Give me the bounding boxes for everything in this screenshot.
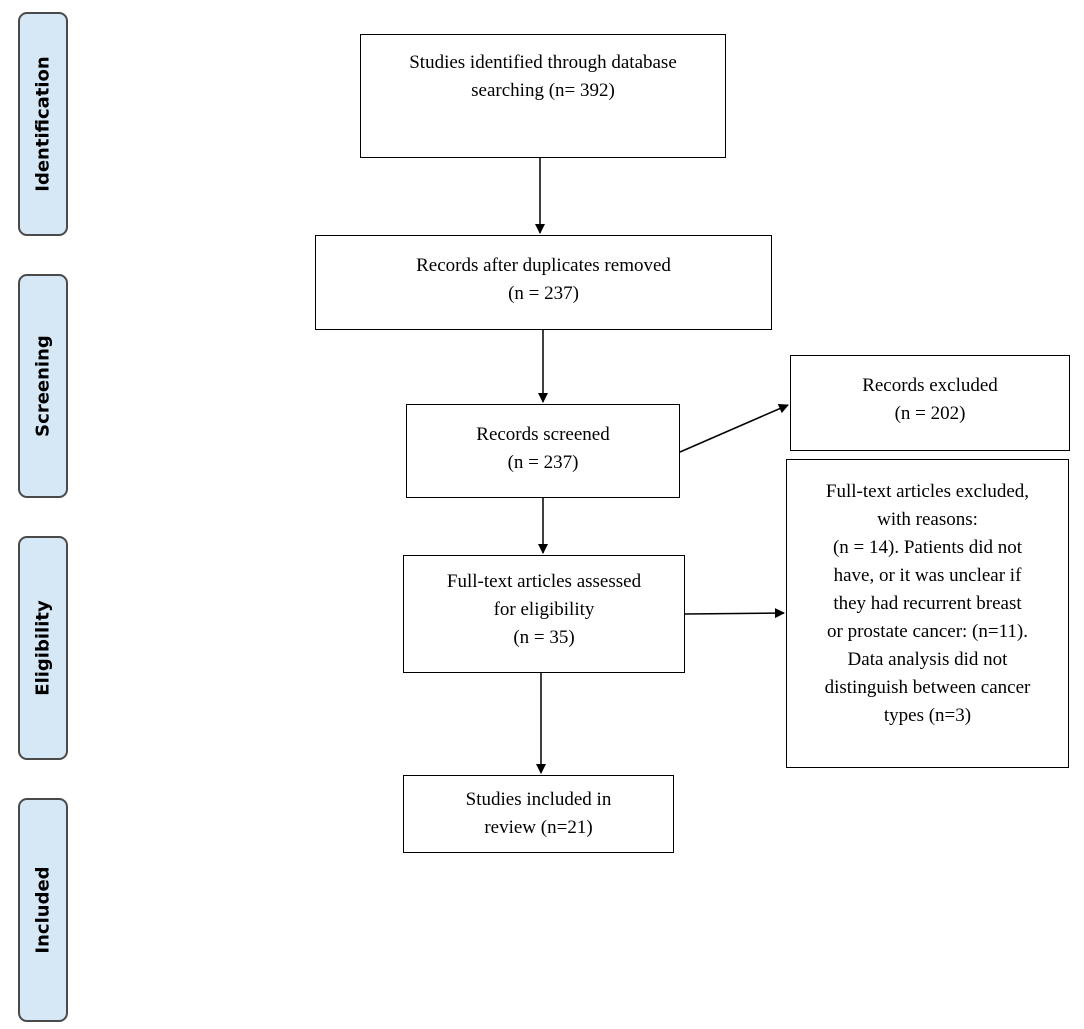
box-fulltext-excluded-line3: (n = 14). Patients did not [832,537,1023,558]
box-excluded-line2: (n = 202) [894,403,966,424]
box-identified: Studies identified through database sear… [360,34,726,158]
phase-identification: Identification [18,12,68,236]
box-identified-line1: Studies identified through database [409,52,677,73]
box-fulltext-excluded: Full-text articles excluded, with reason… [786,459,1069,768]
arrow-fulltext-to-fulltext-excluded [684,608,785,619]
box-included-line2: review (n=21) [484,817,593,838]
box-fulltext-excluded-line9: types (n=3) [883,705,972,726]
box-included-line1: Studies included in [465,789,612,810]
phase-included: Included [18,798,68,1022]
box-fulltext-assessed-line2: for eligibility [493,599,595,620]
phase-eligibility: Eligibility [18,536,68,760]
box-included: Studies included in review (n=21) [403,775,674,853]
box-duplicates-removed-line2: (n = 237) [508,283,579,304]
box-fulltext-excluded-line1: Full-text articles excluded, [825,481,1030,502]
box-fulltext-assessed-line1: Full-text articles assessed [446,571,642,592]
box-excluded-line1: Records excluded [862,375,998,396]
box-fulltext-excluded-line2: with reasons: [877,509,978,530]
box-fulltext-excluded-line7: Data analysis did not [847,649,1008,670]
arrow-screened-to-excluded [679,404,789,453]
box-fulltext-excluded-line5: they had recurrent breast [833,593,1022,614]
box-screened: Records screened (n = 237) [406,404,680,498]
box-fulltext-assessed-line3: (n = 35) [513,627,575,648]
box-fulltext-excluded-line6: or prostate cancer: (n=11). [827,621,1028,642]
phase-screening: Screening [18,274,68,498]
box-screened-line2: (n = 237) [507,452,579,473]
box-fulltext-excluded-line4: have, or it was unclear if [833,565,1022,586]
box-duplicates-removed: Records after duplicates removed (n = 23… [315,235,772,330]
box-excluded: Records excluded (n = 202) [790,355,1070,451]
box-fulltext-assessed: Full-text articles assessed for eligibil… [403,555,685,673]
box-screened-line1: Records screened [476,424,610,445]
box-identified-line2: searching (n= 392) [471,80,615,101]
box-duplicates-removed-line1: Records after duplicates removed [416,255,671,276]
box-fulltext-excluded-line8: distinguish between cancer [824,677,1031,698]
